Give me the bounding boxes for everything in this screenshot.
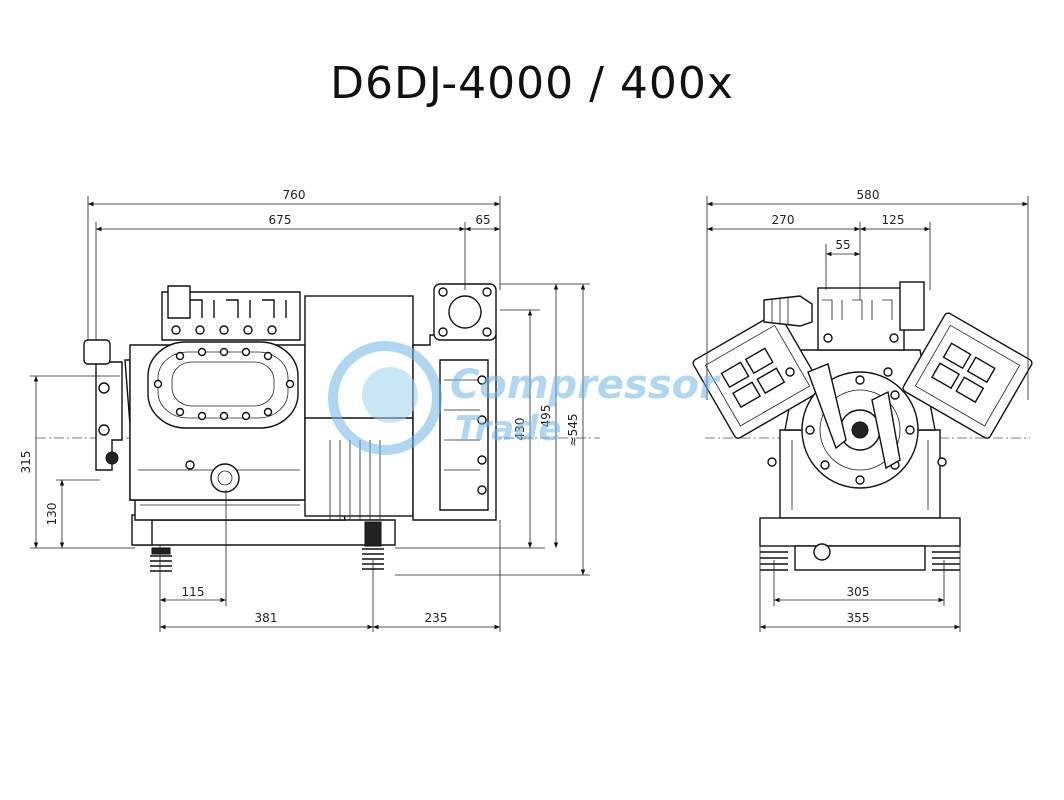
dim-315: 315 [19, 451, 33, 474]
front-view: 580 270 125 55 305 355 [692, 188, 1033, 632]
dim-235: 235 [425, 611, 448, 625]
dim-580: 580 [857, 188, 880, 202]
right-foot-springs [362, 521, 384, 570]
dim-115: 115 [182, 585, 205, 599]
cover-bolts [153, 347, 295, 421]
dim-130: 130 [45, 503, 59, 526]
dim-270: 270 [772, 213, 795, 227]
dim-675: 675 [269, 213, 292, 227]
dim-355: 355 [847, 611, 870, 625]
dim-760: 760 [283, 188, 306, 202]
side-view: 760 675 65 315 130 430 495 ≈545 115 381 … [19, 188, 600, 632]
dim-125: 125 [882, 213, 905, 227]
front-dimensions: 580 270 125 55 305 355 [706, 188, 1029, 632]
side-dimensions: 760 675 65 315 130 430 495 ≈545 115 381 … [19, 188, 590, 632]
drawing-title: D6DJ-4000 / 400x [330, 58, 734, 109]
left-foot-springs [150, 547, 172, 572]
watermark-logo: Compressor Trade [328, 341, 721, 455]
dim-545: ≈545 [566, 414, 580, 447]
front-feet [760, 551, 960, 571]
dim-495: 495 [539, 405, 553, 428]
dim-55: 55 [835, 238, 850, 252]
flange [433, 283, 497, 341]
watermark-line2: Trade [455, 409, 562, 449]
watermark-line1: Compressor [450, 362, 721, 408]
dim-381: 381 [255, 611, 278, 625]
dim-305: 305 [847, 585, 870, 599]
dim-65: 65 [475, 213, 490, 227]
terminal-studs [477, 375, 487, 495]
dim-430: 430 [513, 418, 527, 441]
head-bolts [171, 325, 277, 335]
